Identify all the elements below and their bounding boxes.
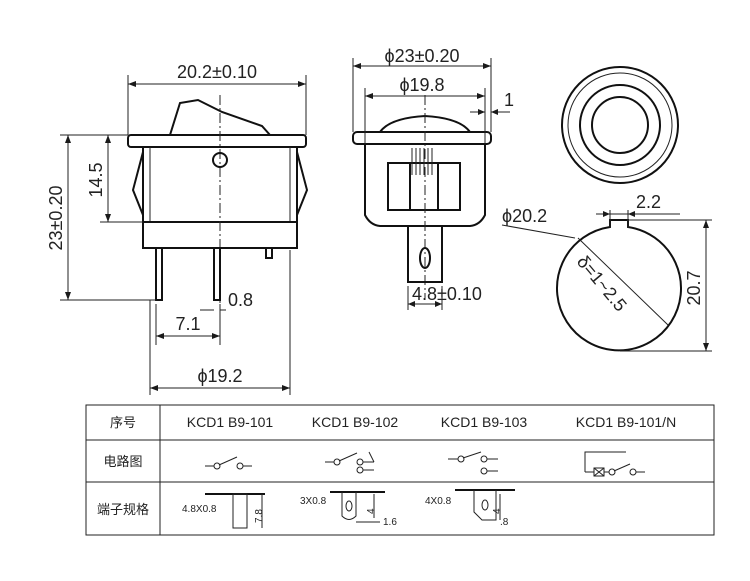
dim-front-body-diameter: ϕ19.8 <box>399 75 444 95</box>
circuit-4 <box>584 451 645 477</box>
indicator-lamp <box>212 152 228 168</box>
t3-offset: .8 <box>500 517 509 528</box>
dim-flange-gap: 1 <box>504 90 514 110</box>
t2-size: 3X0.8 <box>300 496 327 507</box>
pin-right <box>265 247 273 259</box>
model-3: KCD1 B9-103 <box>441 414 528 430</box>
panel-cutout: 2.2 ϕ20.2 δ=1~2.5 20.7 <box>501 192 712 352</box>
pin-left <box>155 247 163 301</box>
front-terminal <box>407 226 443 283</box>
front-view: ϕ23±0.20 ϕ19.8 1 4.8±0.10 <box>352 46 514 310</box>
dim-front-flange-diameter: ϕ23±0.20 <box>384 46 459 66</box>
dim-terminal-width: 4.8±0.10 <box>412 284 482 304</box>
row-label-terminal: 端子规格 <box>97 502 149 518</box>
cutout-outline <box>556 219 682 352</box>
left-clip <box>131 151 144 216</box>
dim-cutout-diameter: ϕ20.2 <box>502 206 547 226</box>
dim-side-height-total: 23±0.20 <box>46 186 66 251</box>
t3-size: 4X0.8 <box>425 496 452 507</box>
top-ring-view <box>561 66 679 184</box>
t2-offset: 1.6 <box>383 517 397 528</box>
circuit-1 <box>205 456 252 470</box>
t1-size: 4.8X0.8 <box>182 504 217 515</box>
dim-side-width: 20.2±0.10 <box>177 62 257 82</box>
t3-height: 4 <box>492 508 503 514</box>
dim-cutout-height: 20.7 <box>684 270 704 305</box>
t2-height: 4 <box>366 508 377 514</box>
model-4: KCD1 B9-101/N <box>576 414 676 430</box>
right-clip <box>296 151 309 216</box>
dim-pin-spacing: 7.1 <box>175 314 200 334</box>
dim-base-diameter: ϕ19.2 <box>197 366 242 386</box>
row-label-circuit: 电路图 <box>103 454 142 470</box>
model-1: KCD1 B9-101 <box>187 414 274 430</box>
terminal-spec-2: 4 1.6 3X0.8 <box>300 491 397 528</box>
side-flange <box>127 134 307 148</box>
side-view: 20.2±0.10 23±0.20 14.5 7.1 0.8 ϕ19.2 <box>46 62 309 395</box>
rocker-actuator <box>169 98 271 136</box>
pin-center <box>213 247 221 301</box>
dim-side-height-body: 14.5 <box>86 162 106 197</box>
t1-height: 7.8 <box>254 509 265 523</box>
circuit-2 <box>325 451 375 474</box>
spec-table: 序号 电路图 端子规格 KCD1 B9-101 KCD1 B9-102 KCD1… <box>85 404 715 536</box>
row-label-model: 序号 <box>110 416 136 431</box>
terminal-spec-1: 7.8 4.8X0.8 <box>182 493 265 529</box>
model-2: KCD1 B9-102 <box>312 414 399 430</box>
dim-cutout-key: 2.2 <box>636 192 661 212</box>
circuit-3 <box>448 451 498 475</box>
terminal-spec-3: 4 .8 4X0.8 <box>425 489 515 528</box>
dim-pin-thickness: 0.8 <box>228 290 253 310</box>
front-flange <box>352 131 492 145</box>
